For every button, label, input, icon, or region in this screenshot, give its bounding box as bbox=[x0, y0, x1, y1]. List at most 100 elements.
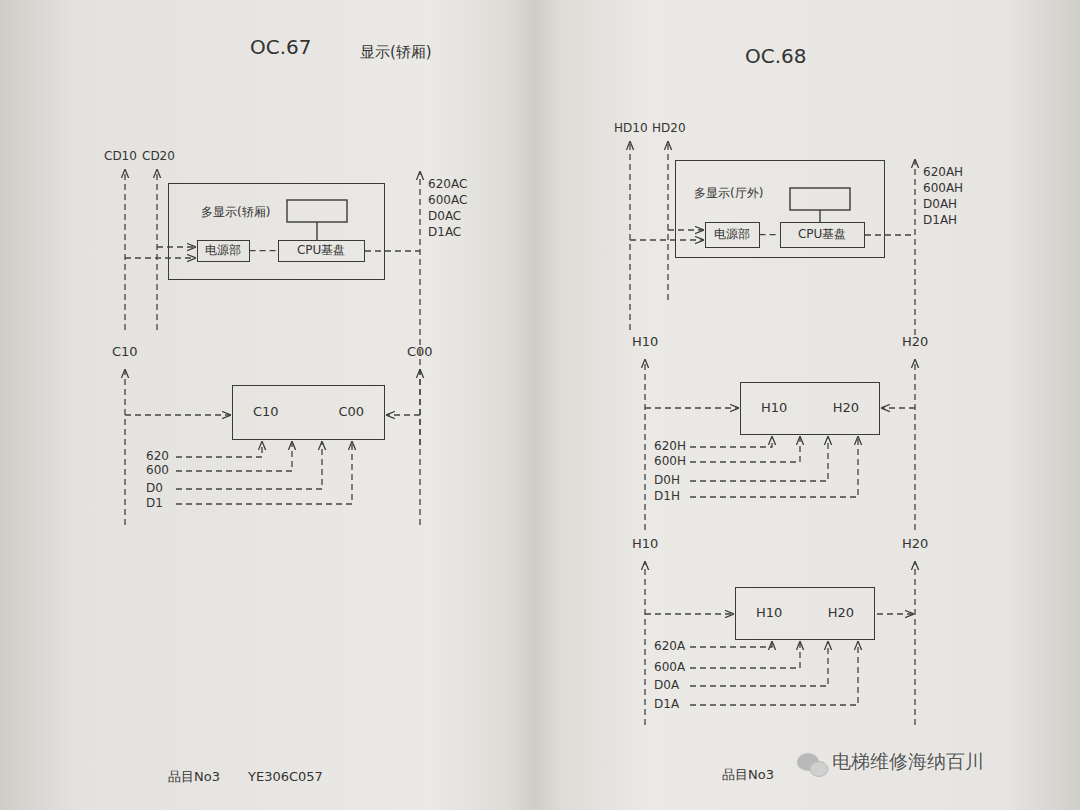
signal-label: D1 bbox=[146, 497, 163, 511]
display-panels bbox=[287, 188, 850, 240]
display-window bbox=[790, 188, 850, 210]
wire bbox=[690, 437, 772, 447]
signal-label: H10 bbox=[632, 335, 658, 350]
wire bbox=[157, 246, 195, 247]
wire bbox=[914, 562, 915, 725]
signal-label: C00 bbox=[407, 345, 433, 360]
wire bbox=[365, 250, 420, 251]
display-window bbox=[287, 200, 347, 222]
signal-label: CD10 bbox=[104, 150, 137, 164]
signal-label: 600A bbox=[654, 661, 685, 675]
wire bbox=[125, 414, 230, 415]
wire bbox=[690, 437, 858, 497]
signal-label: D0H bbox=[654, 474, 680, 488]
cpu-board-box: CPU基盘 bbox=[780, 222, 865, 248]
signal-label: D0AH bbox=[923, 198, 957, 212]
signal-label: 620 bbox=[146, 450, 169, 464]
wire bbox=[645, 613, 733, 614]
signal-label: YE306C057 bbox=[248, 770, 323, 785]
wire bbox=[882, 407, 915, 408]
wire bbox=[690, 437, 828, 481]
wire bbox=[629, 142, 630, 330]
signal-label: D1AC bbox=[428, 226, 461, 240]
wire bbox=[690, 642, 800, 668]
wechat-icon bbox=[797, 753, 828, 777]
signal-label: H10 bbox=[632, 537, 658, 552]
wire bbox=[156, 170, 157, 330]
wire bbox=[387, 414, 420, 415]
connector-box: H10 H20 bbox=[740, 382, 880, 435]
wire bbox=[124, 170, 125, 330]
signal-label: D1A bbox=[654, 698, 679, 712]
wire bbox=[877, 613, 913, 614]
signal-label: H20 bbox=[902, 537, 928, 552]
connector-box: C10 C00 bbox=[232, 385, 385, 440]
signal-label: HD20 bbox=[652, 122, 686, 136]
wire bbox=[176, 442, 262, 457]
power-box: 电源部 bbox=[197, 240, 250, 262]
cpu-board-box: CPU基盘 bbox=[278, 240, 365, 262]
wire bbox=[630, 239, 703, 240]
watermark-text: 电梯维修海纳百川 bbox=[832, 751, 984, 773]
wire bbox=[668, 229, 703, 230]
signal-label: 600AC bbox=[428, 194, 467, 208]
box-text: C10 bbox=[253, 405, 279, 420]
box-text: 多显示(轿厢) bbox=[201, 206, 270, 220]
signal-label: D1H bbox=[654, 490, 680, 504]
signal-label: CD20 bbox=[142, 150, 175, 164]
wire bbox=[819, 210, 820, 222]
wire bbox=[865, 234, 915, 235]
signal-label: D0 bbox=[146, 482, 163, 496]
box-text: CPU基盘 bbox=[297, 244, 345, 258]
box-text: 多显示(厅外) bbox=[694, 187, 763, 201]
wire bbox=[644, 360, 645, 530]
signal-label: OC.67 bbox=[250, 36, 312, 59]
box-text: H10 bbox=[761, 401, 787, 416]
signal-label: 品目No3 bbox=[722, 768, 774, 783]
wire bbox=[125, 257, 195, 258]
box-text: H10 bbox=[756, 606, 782, 621]
icon-bubble bbox=[810, 762, 828, 777]
signal-label: 620AC bbox=[428, 178, 467, 192]
connector-box: H10 H20 bbox=[735, 587, 875, 640]
wire bbox=[690, 437, 800, 462]
wire bbox=[914, 160, 915, 335]
box-text: 电源部 bbox=[714, 228, 750, 242]
box-text: C00 bbox=[338, 405, 364, 420]
wire bbox=[645, 407, 738, 408]
wire bbox=[667, 142, 668, 300]
wire bbox=[644, 562, 645, 725]
signal-label: 620AH bbox=[923, 166, 963, 180]
signal-label: 品目No3 bbox=[168, 770, 220, 785]
signal-label: 620H bbox=[654, 440, 686, 454]
signal-label: OC.68 bbox=[745, 45, 807, 68]
signal-label: 显示(轿厢) bbox=[360, 44, 432, 61]
panel-box: 多显示(轿厢) 电源部 CPU基盘 bbox=[168, 183, 385, 280]
wire bbox=[690, 642, 858, 705]
wire bbox=[690, 642, 828, 686]
signal-label: H20 bbox=[902, 335, 928, 350]
wire bbox=[914, 360, 915, 530]
signal-label: 600AH bbox=[923, 182, 963, 196]
wire bbox=[124, 370, 125, 525]
box-text: H20 bbox=[828, 606, 854, 621]
power-box: 电源部 bbox=[705, 222, 760, 248]
box-text: 电源部 bbox=[205, 244, 241, 258]
signal-wires bbox=[125, 142, 915, 725]
dashed-connector bbox=[250, 250, 278, 251]
box-text: CPU基盘 bbox=[798, 228, 846, 242]
wire bbox=[316, 222, 317, 240]
panel-box: 多显示(厅外) 电源部 CPU基盘 bbox=[675, 160, 885, 258]
dashed-connector bbox=[760, 234, 780, 235]
wire bbox=[176, 442, 322, 489]
box-text: H20 bbox=[833, 401, 859, 416]
signal-label: 600 bbox=[146, 464, 169, 478]
signal-label: 600H bbox=[654, 455, 686, 469]
wire bbox=[690, 642, 772, 647]
wire bbox=[419, 370, 420, 525]
signal-label: HD10 bbox=[614, 122, 648, 136]
signal-label: C10 bbox=[112, 345, 138, 360]
